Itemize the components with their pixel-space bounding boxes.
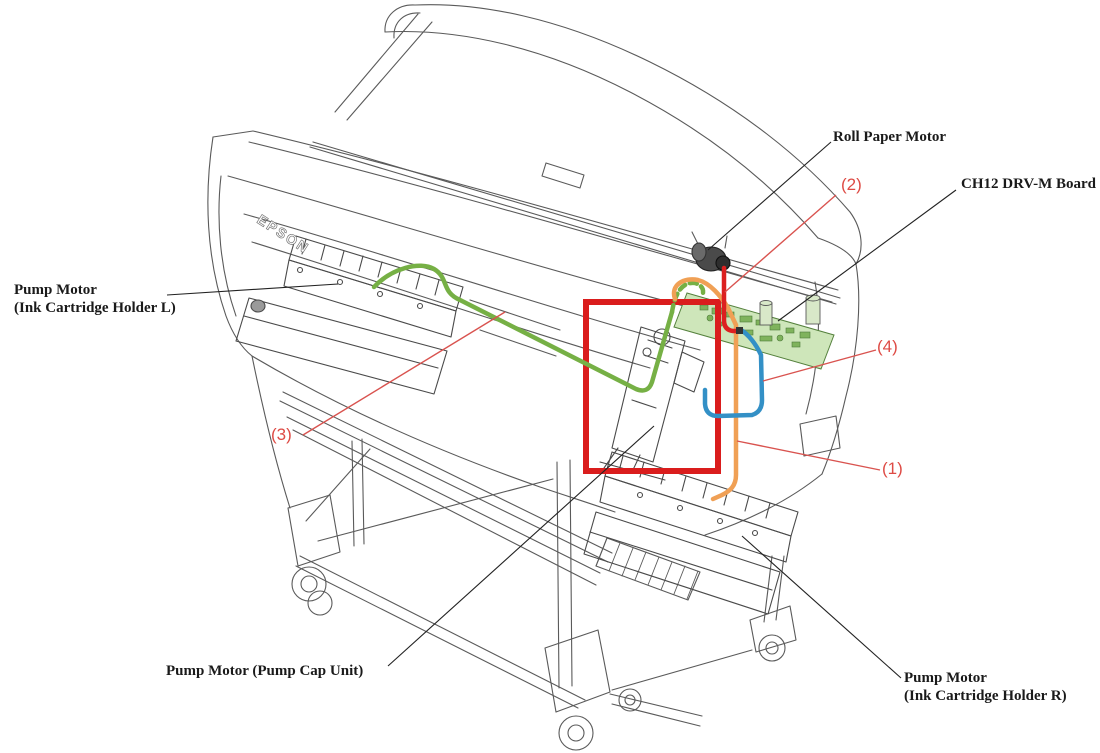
holder-r-tray-line [589, 531, 773, 591]
caster-front-small [618, 688, 642, 712]
front-leg-2 [569, 459, 573, 687]
highlight-box [583, 299, 721, 474]
deck-slot-1 [312, 141, 841, 299]
holder-r-mid-face [599, 475, 792, 563]
leader-callout-1 [736, 440, 881, 471]
label-pump-motor-r-line1: Pump Motor [904, 670, 987, 686]
deck-edge-4 [243, 213, 701, 351]
callout-1: (1) [882, 459, 903, 478]
rail-low-1 [299, 555, 586, 701]
holder-l-mid-face [283, 259, 457, 338]
carriage-rail-2 [479, 329, 557, 357]
front-leg-1 [556, 461, 560, 689]
front-foot [544, 629, 611, 713]
caster-left-second [307, 590, 333, 616]
deck-edge-2 [248, 141, 833, 303]
callout-2: (2) [841, 175, 862, 194]
cable-4-blue [702, 327, 765, 419]
epson-logo: EPSON [254, 211, 312, 257]
rear-foot [749, 605, 797, 653]
lid-strut-outer [334, 13, 419, 113]
leader-pump-cap-unit [387, 425, 655, 667]
rail-1 [282, 391, 613, 554]
basket-cloth [595, 537, 701, 601]
leader-callout-4 [762, 349, 877, 382]
callout-3: (3) [271, 425, 292, 444]
pump-motor-l-body [250, 299, 266, 313]
holder-r-top-strip [604, 451, 799, 537]
label-ch12-board: CH12 DRV-M Board [961, 176, 1097, 192]
holder-l-tray [235, 297, 448, 395]
right-end-vent [799, 415, 841, 457]
cable-1-orange [671, 277, 739, 502]
bottom-bar-2 [611, 703, 701, 727]
roll-cover-left-cap-inner [393, 12, 421, 39]
callout-4: (4) [877, 337, 898, 356]
caster-front-inner [567, 724, 585, 742]
caster-rear-outer [758, 634, 786, 662]
rail-2 [279, 400, 609, 563]
cartridge-holder-left [235, 235, 464, 395]
holder-r-tray [583, 511, 781, 615]
label-pump-cap-unit: Pump Motor (Pump Cap Unit) [166, 663, 364, 679]
pump-body [611, 326, 686, 463]
cable-3-green [371, 263, 675, 393]
roll-paper-motor-art [691, 231, 731, 272]
rear-leg-2 [775, 555, 785, 621]
deck-edge-1 [252, 130, 839, 291]
left-leg [287, 494, 341, 567]
label-pump-motor-l-line1: Pump Motor [14, 282, 97, 298]
pump-arm [673, 351, 705, 393]
caster-front-outer [558, 715, 594, 751]
caster-left-outer [291, 566, 327, 602]
printer-line-art [207, 4, 862, 751]
leader-callout-2 [724, 194, 837, 293]
label-pump-motor-r-line2: (Ink Cartridge Holder R) [904, 688, 1067, 704]
stand-brace-1 [305, 448, 371, 522]
deck-edge-5 [251, 241, 651, 369]
caster-rear-inner [765, 641, 779, 655]
label-roll-paper-motor: Roll Paper Motor [833, 129, 947, 145]
body-bottom-edge [251, 355, 616, 513]
right-end-bottom [704, 473, 823, 536]
left-panel-outer [207, 136, 253, 357]
leader-pump-motor-r [741, 535, 902, 679]
label-pump-motor-r: Pump Motor (Ink Cartridge Holder R) [904, 669, 1067, 705]
basket-hatch [595, 537, 699, 600]
pump-cap-unit [599, 326, 705, 481]
bottom-bar-1 [609, 693, 703, 717]
lid-strut-inner [346, 21, 433, 121]
stand-post-2 [361, 438, 365, 545]
label-pump-motor-l-line2: (Ink Cartridge Holder L) [14, 300, 176, 316]
roll-cover-end-seam [817, 237, 857, 265]
body-left-drop [251, 355, 291, 509]
leader-callout-3 [302, 311, 506, 436]
left-panel-top [212, 130, 254, 138]
rail-low-2 [295, 565, 579, 709]
leader-ch12-board [777, 189, 957, 322]
leader-lines [166, 141, 957, 679]
carriage-rail-1 [469, 299, 561, 331]
label-pump-motor-l: Pump Motor (Ink Cartridge Holder L) [14, 281, 176, 317]
holder-l-tray-line [243, 315, 439, 369]
leader-roll-paper-motor [707, 141, 832, 251]
stand-brace-2 [317, 478, 554, 542]
leader-pump-motor-l [166, 283, 339, 296]
rail-3 [286, 416, 601, 574]
deck-slot-2 [309, 146, 837, 305]
cable-2-red [721, 265, 742, 334]
roll-cover-left-cap [384, 4, 416, 33]
left-panel-inner [218, 175, 237, 317]
roll-cover-top-edge [414, 4, 862, 265]
bottom-bar-3 [611, 649, 753, 691]
stand-post-1 [351, 440, 355, 547]
right-end-outer [821, 263, 860, 475]
board-cylinders [759, 294, 821, 326]
caster-left-inner [300, 575, 318, 593]
cover-notch [541, 162, 585, 189]
roll-cover-bottom-edge [384, 30, 819, 239]
cable-2-connector [736, 327, 743, 334]
